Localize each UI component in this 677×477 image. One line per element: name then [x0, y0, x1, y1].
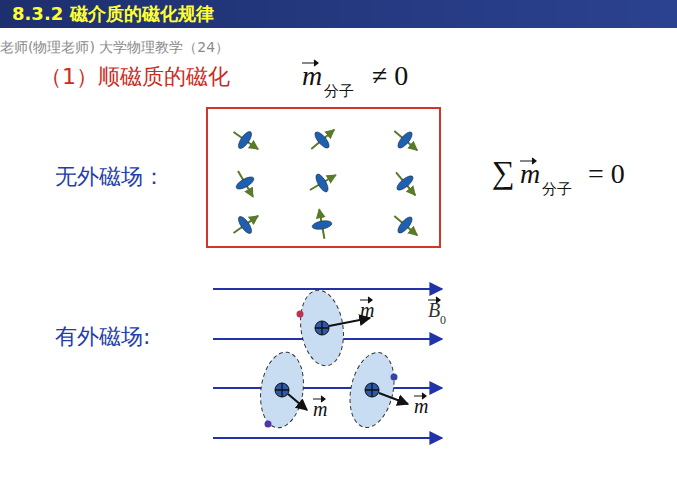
- vector-symbol: m: [414, 396, 428, 416]
- title-bar: [0, 0, 677, 28]
- subscript: 0: [440, 314, 446, 326]
- watermark: 老师(物理老师) 大学物理教学（24）: [0, 40, 229, 54]
- sum-symbol: ∑: [492, 156, 515, 188]
- case-label: 无外磁场：: [55, 166, 165, 188]
- slide-title: 8.3.2 磁介质的磁化规律: [12, 5, 214, 23]
- field-symbol: B: [428, 300, 440, 320]
- vector-arrows: [302, 60, 536, 402]
- vector-symbol: m: [520, 160, 540, 188]
- molecules: [228, 122, 424, 243]
- aligned-molecules: [256, 287, 408, 431]
- sample-box: [207, 108, 440, 247]
- subscript: 分子: [324, 84, 354, 99]
- section-heading: （1）顺磁质的磁化: [40, 66, 230, 88]
- formula-text: ≠ 0: [372, 62, 408, 90]
- case-label: 有外磁场:: [55, 326, 150, 348]
- vector-symbol: m: [313, 399, 327, 419]
- vector-symbol: m: [360, 300, 374, 320]
- subscript: 分子: [542, 182, 572, 197]
- vector-symbol: m: [302, 62, 322, 90]
- formula-text: = 0: [588, 160, 625, 188]
